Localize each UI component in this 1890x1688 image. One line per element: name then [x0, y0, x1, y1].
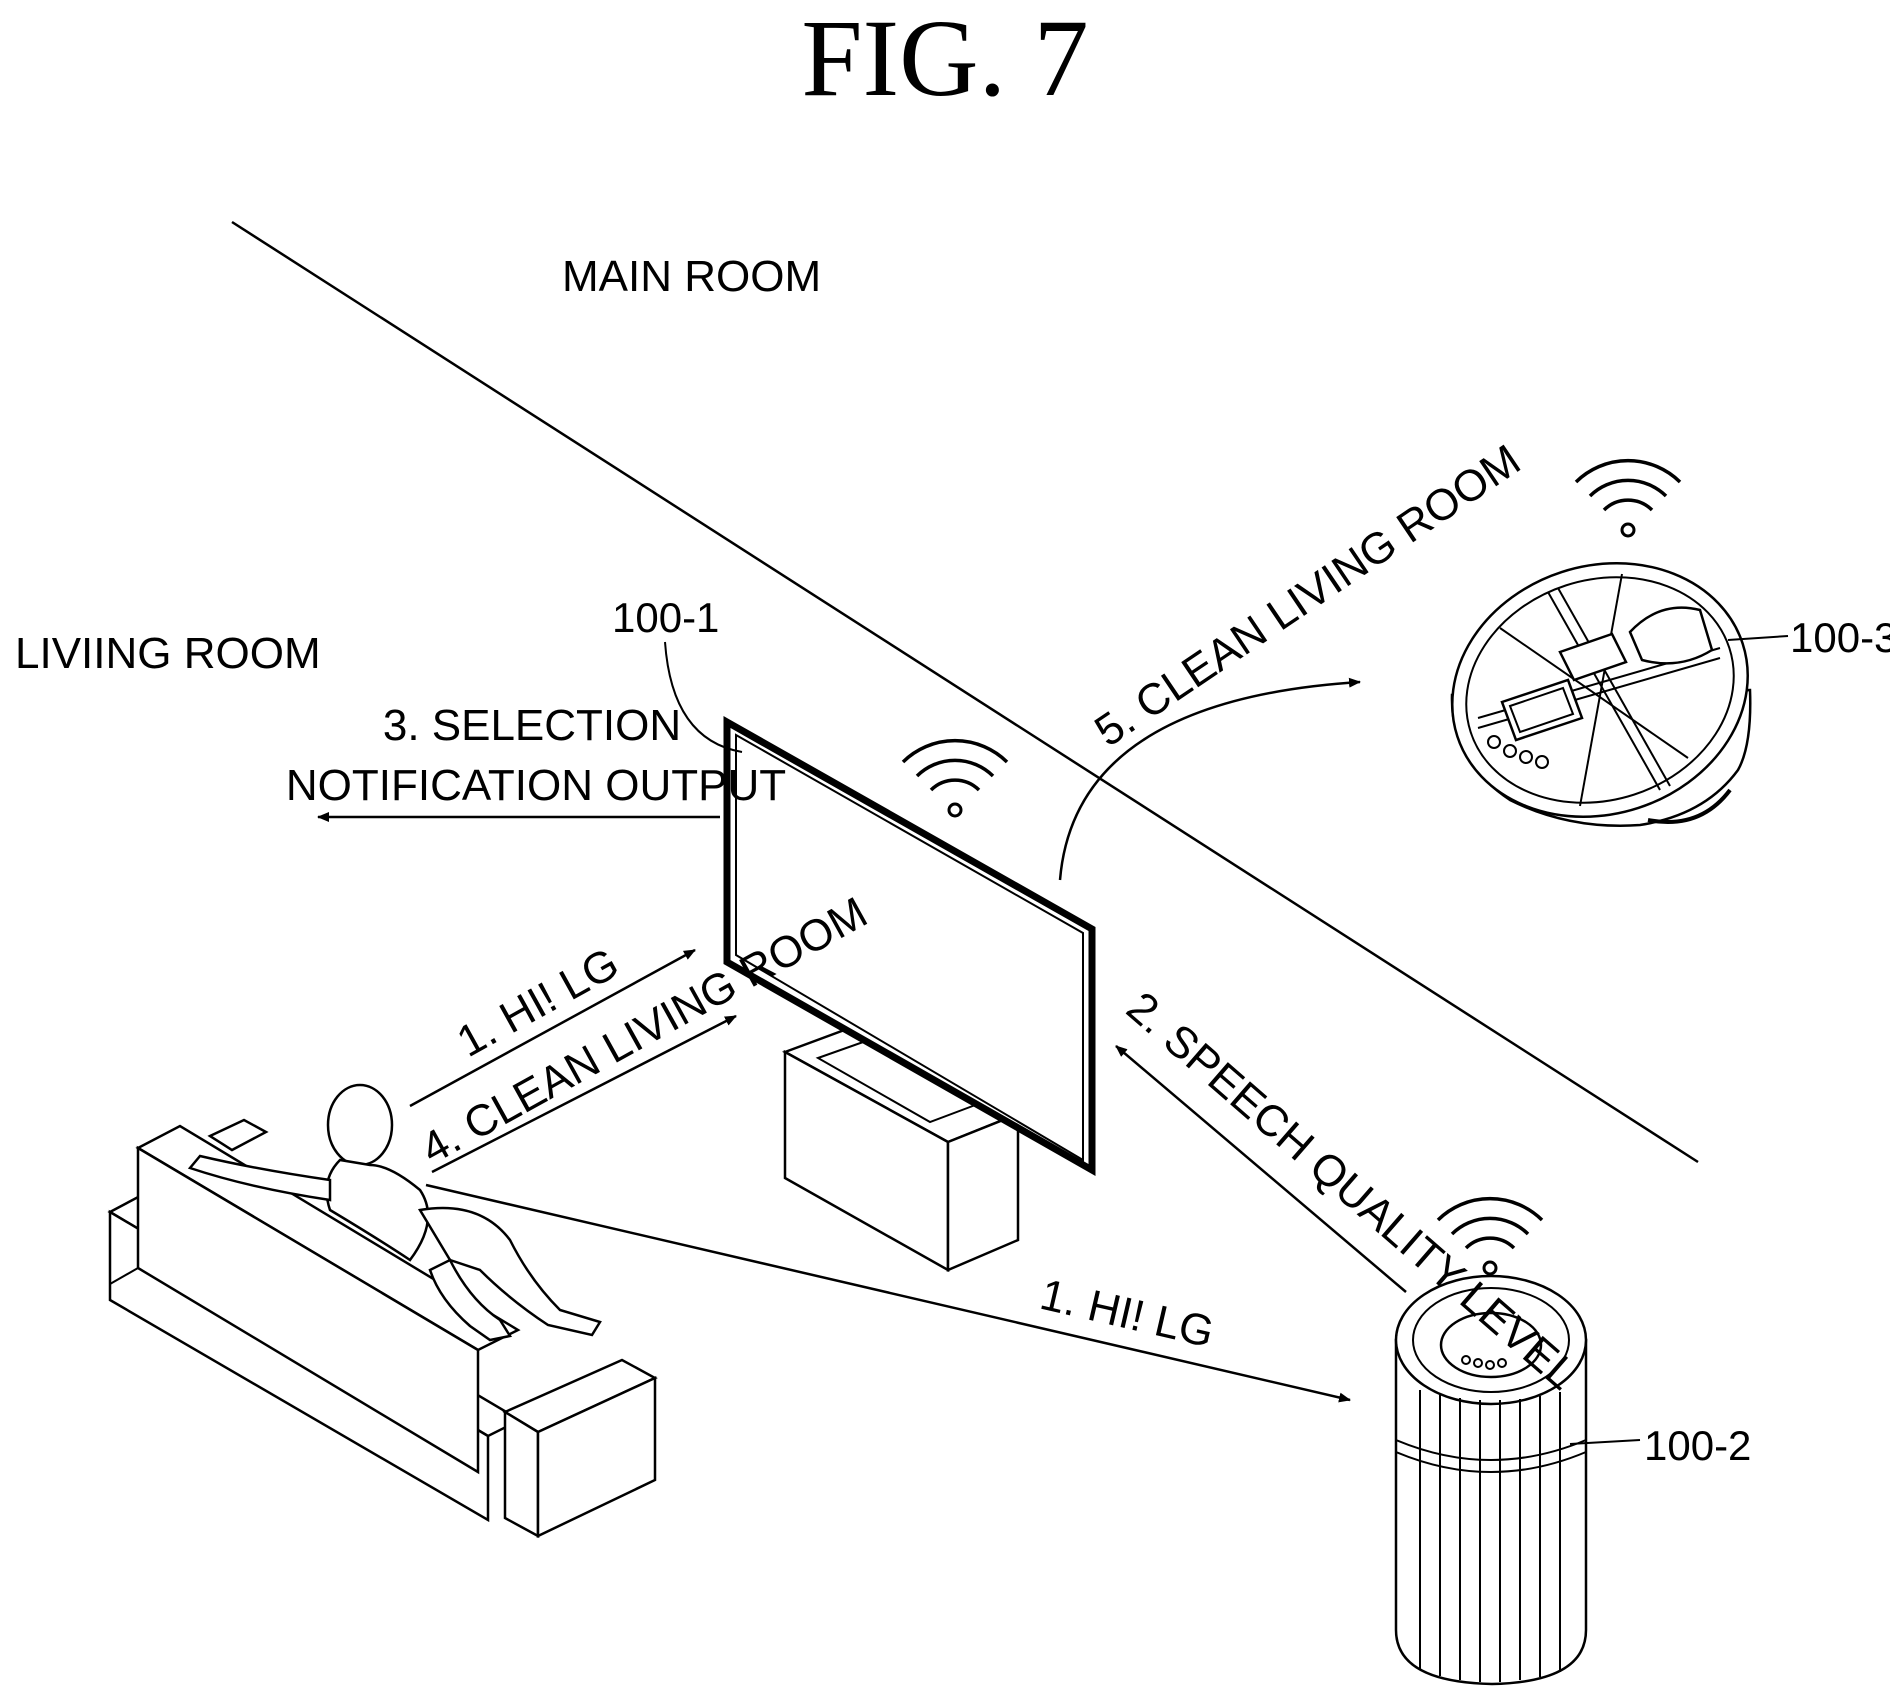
robot-cleaner-reference-label: 100-3 — [1790, 614, 1890, 661]
living-room-label: LIVIING ROOM — [15, 629, 321, 678]
figure-title: FIG. 7 — [801, 0, 1088, 119]
robot-cleaner-wifi-icon — [1576, 461, 1680, 536]
tv-reference-label: 100-1 — [612, 594, 719, 641]
tv-wifi-icon — [903, 741, 1007, 816]
hi-lg-to-purifier-label: 1. HI! LG — [1036, 1270, 1219, 1357]
robot-cleaner-device — [1419, 526, 1781, 855]
main-room-label: MAIN ROOM — [562, 252, 821, 301]
air-purifier-reference-label: 100-2 — [1644, 1422, 1751, 1469]
selection-notification-label-line2: NOTIFICATION OUTPUT — [286, 761, 786, 810]
selection-notification-label-line1: 3. SELECTION — [383, 701, 681, 750]
